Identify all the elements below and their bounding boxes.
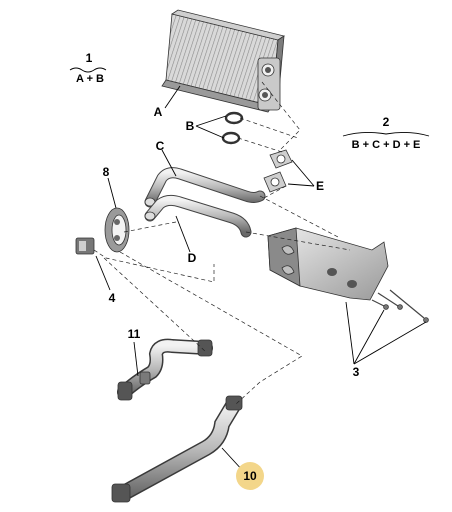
o-ring-upper [224,111,244,125]
pipe-d [144,194,252,238]
screw-1 [371,299,389,310]
label-a: A [154,105,163,119]
legend-2-brace [342,131,430,137]
legend-1-number: 1 [86,51,93,65]
grommet [104,207,130,253]
label-4: 4 [109,291,116,305]
hose-11 [117,338,213,401]
label-c: C [156,139,165,153]
heater-housing [267,227,389,301]
o-ring-lower [221,131,241,145]
label-e: E [316,179,324,193]
label-10-highlight [236,462,264,490]
flange-seals [263,149,293,193]
part-labels: A B C D E 8 4 11 3 10 [103,105,360,490]
screw-3 [389,289,429,323]
hose-10 [111,395,243,503]
label-10: 10 [243,469,257,483]
legend-2-number: 2 [383,115,390,129]
screws [371,289,429,323]
label-8: 8 [103,165,110,179]
legend-group-1: 1 A + B [69,51,107,85]
legend-1-brace [69,67,107,73]
legend-2-formula: B + C + D + E [352,139,421,151]
label-3: 3 [353,365,360,379]
legend-group-2: 2 B + C + D + E [342,115,430,151]
legend-1-formula: A + B [76,73,104,85]
leader-lines [95,85,427,473]
label-d: D [188,251,197,265]
screw-2 [377,292,403,310]
pipe-c [144,167,266,208]
assembly-lines [93,81,351,405]
label-b: B [186,119,195,133]
clip [75,237,95,255]
heater-matrix [161,9,285,113]
label-11: 11 [128,327,141,341]
